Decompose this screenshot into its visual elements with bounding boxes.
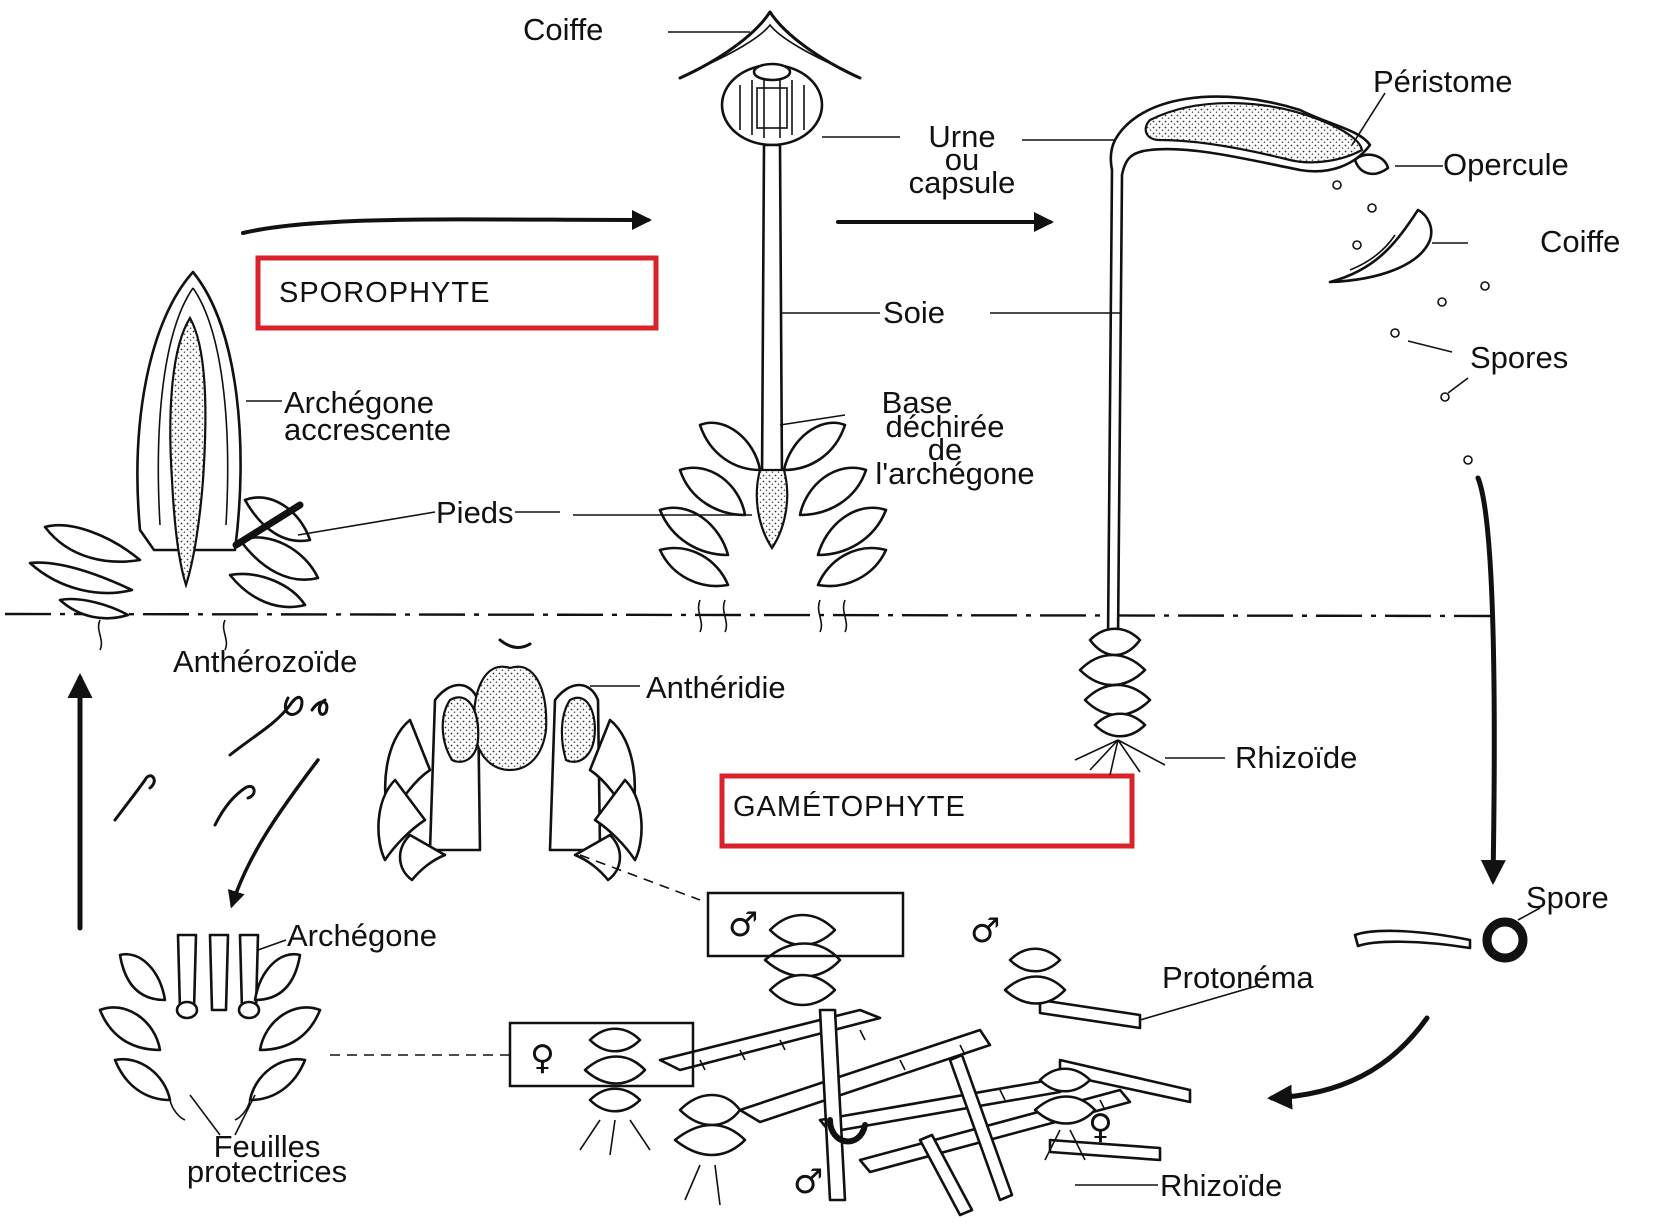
label-rhizoide-top: Rhizoïde	[1235, 740, 1357, 775]
male-symbol-1: ♂	[970, 911, 1000, 951]
arrow-bottom-right	[1272, 1018, 1427, 1098]
female-symbol-1: ♀	[1088, 1107, 1113, 1147]
label-archegone-accrescente-2: accrescente	[284, 412, 451, 447]
mature-capsule-illustration	[1108, 97, 1431, 640]
label-peristome: Péristome	[1373, 64, 1513, 99]
label-coiffe-right: Coiffe	[1540, 224, 1620, 259]
label-antherozoide: Anthérozoïde	[173, 644, 357, 679]
ground-line	[5, 614, 1495, 616]
label-opercule: Opercule	[1443, 147, 1569, 182]
sporophyte-box: SPOROPHYTE	[258, 258, 656, 328]
label-pieds: Pieds	[436, 495, 514, 530]
label-rhizoide-bottom: Rhizoïde	[1160, 1168, 1282, 1203]
labels: Coiffe Péristome Urne ou capsule Opercul…	[173, 12, 1620, 1203]
gametophyte-label: GAMÉTOPHYTE	[733, 790, 966, 823]
antheridia-illustration	[378, 667, 641, 880]
label-spores: Spores	[1470, 340, 1568, 375]
label-coiffe-top: Coiffe	[523, 12, 603, 47]
female-symbol-box: ♀	[530, 1038, 555, 1078]
label-urne-3: capsule	[909, 165, 1016, 200]
label-feuilles-2: protectrices	[187, 1154, 347, 1189]
sporophyte-label: SPOROPHYTE	[279, 277, 490, 309]
male-symbol-box: ♂	[728, 905, 758, 945]
male-symbol-2: ♂	[793, 1162, 823, 1202]
protonema-spore	[1355, 922, 1523, 958]
arrow-top-left	[243, 219, 648, 233]
sporophyte-capsule-illustration	[680, 12, 860, 548]
label-archegone: Archégone	[287, 918, 437, 953]
arrow-antherozoid-down	[232, 760, 318, 905]
label-antheridie: Anthéridie	[646, 670, 786, 705]
gametophyte-box: GAMÉTOPHYTE	[722, 776, 1132, 846]
archegonia-illustration	[100, 935, 320, 1120]
label-protonema: Protonéma	[1162, 960, 1314, 995]
label-soie: Soie	[883, 295, 945, 330]
label-base-4: l'archégone	[875, 456, 1034, 491]
mature-gametophyte-base	[1075, 629, 1165, 775]
label-spore: Spore	[1526, 880, 1609, 915]
arrow-right-down	[1478, 478, 1494, 880]
